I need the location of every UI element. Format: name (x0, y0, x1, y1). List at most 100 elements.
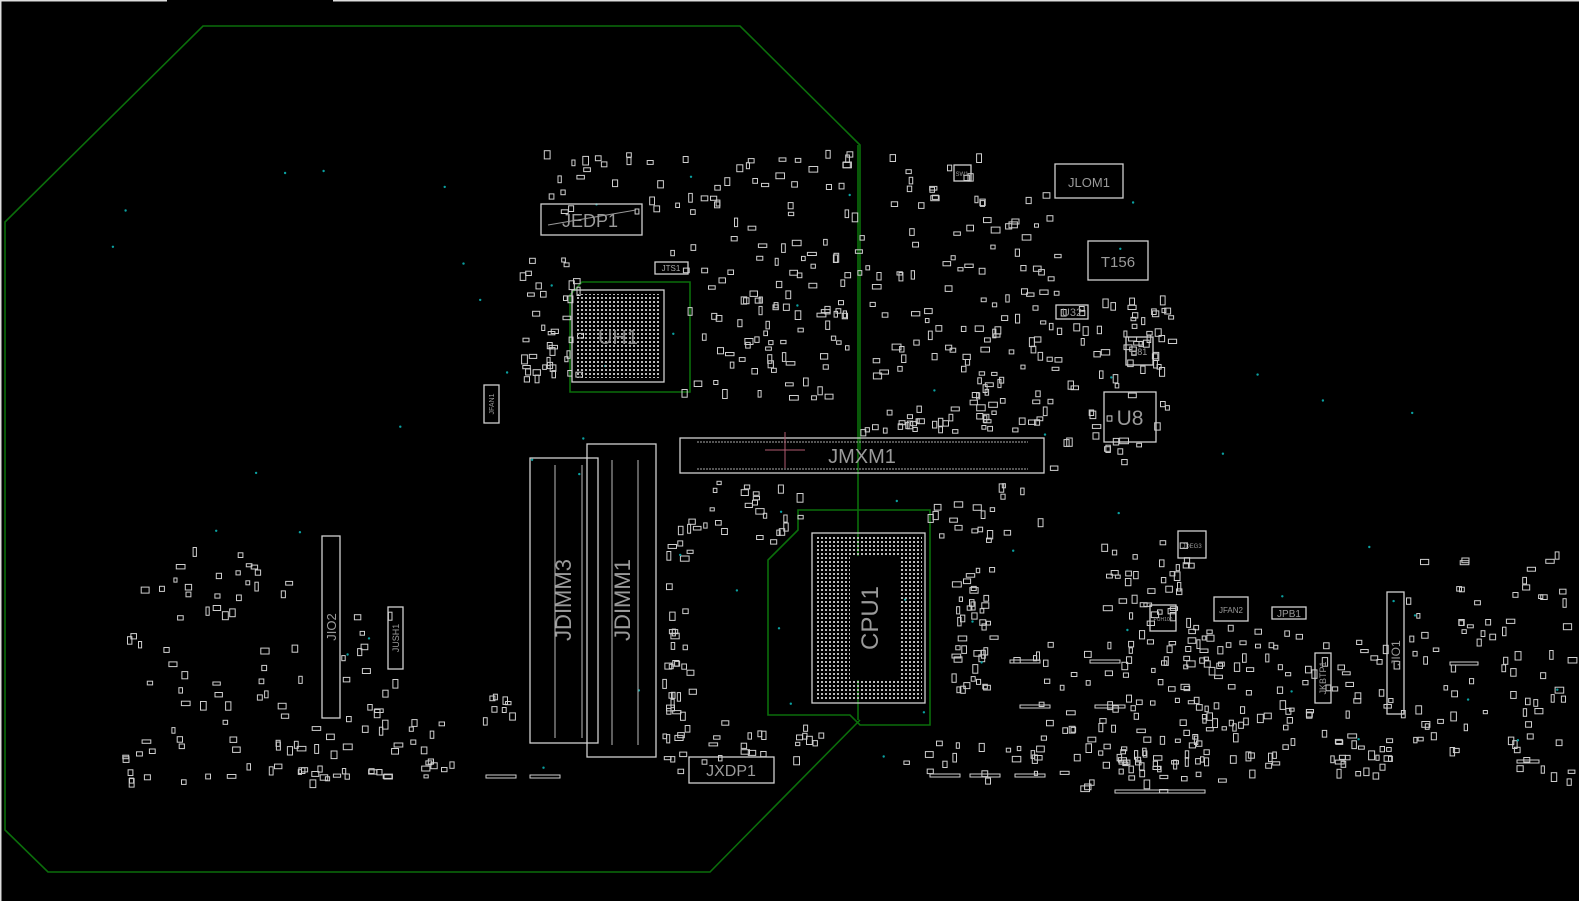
passive-component (715, 315, 723, 322)
connector-jush1[interactable]: JUSH1 (387, 606, 404, 670)
passive-component (1263, 712, 1272, 720)
passive-component (781, 352, 787, 362)
passive-component (225, 701, 232, 711)
passive-component (1123, 344, 1133, 351)
passive-component (177, 615, 184, 621)
passive-component (1368, 750, 1376, 761)
passive-component (979, 608, 985, 614)
passive-component (1458, 620, 1465, 627)
via (1466, 698, 1470, 701)
passive-component (205, 606, 210, 616)
connector-jxdp1[interactable]: JXDP1 (688, 756, 775, 784)
passive-component (1157, 609, 1163, 615)
jxdp1-label: JXDP1 (706, 763, 756, 780)
passive-component (594, 155, 602, 162)
connector-jio1[interactable]: JIO1 (1386, 591, 1405, 715)
passive-component (817, 386, 823, 396)
passive-component (1157, 765, 1162, 773)
passive-component (999, 398, 1006, 404)
passive-component (1196, 740, 1203, 747)
via (796, 304, 799, 307)
passive-component (1204, 705, 1209, 713)
jmxm1-label: JMXM1 (828, 446, 896, 468)
passive-component (957, 267, 964, 272)
passive-component (1268, 642, 1275, 649)
passive-component (280, 590, 286, 599)
connector-jfan2[interactable]: JFAN2 (1213, 596, 1249, 622)
jfan1-label: JFAN1 (489, 393, 496, 414)
chip-u32[interactable]: U32 (1055, 304, 1089, 320)
passive-component (756, 535, 764, 540)
connector-jedp1[interactable]: JEDP1 (540, 203, 643, 236)
transformer-t156[interactable]: T156 (1087, 240, 1149, 281)
via (1392, 599, 1395, 603)
passive-component (1154, 328, 1162, 337)
chip-cpu1[interactable]: CPU1 (811, 532, 926, 704)
passive-component (1151, 308, 1157, 315)
passive-component (1461, 629, 1467, 635)
passive-component (1059, 684, 1065, 691)
connector-jts1[interactable]: JTS1 (654, 261, 689, 275)
passive-component (1233, 662, 1241, 672)
passive-component (275, 741, 281, 751)
passive-component (430, 762, 438, 770)
chip-uh1[interactable]: UH1 (571, 289, 665, 383)
passive-component (1501, 664, 1507, 673)
passive-component (781, 243, 786, 253)
passive-component (1133, 341, 1143, 346)
passive-component (939, 533, 945, 539)
passive-component (1033, 655, 1038, 662)
passive-component (740, 489, 749, 497)
passive-component (716, 480, 722, 486)
passive-component (341, 655, 346, 662)
passive-component (1176, 588, 1183, 596)
passive-component (1131, 594, 1138, 604)
switch-sw1[interactable]: SW1 (953, 164, 972, 182)
passive-component (1560, 695, 1567, 703)
passive-component (626, 157, 632, 166)
passive-component (838, 300, 844, 306)
chip-u8[interactable]: U8 (1103, 391, 1157, 443)
connector-jfan1[interactable]: JFAN1 (483, 384, 500, 424)
passive-component (986, 537, 992, 543)
connector-jpb1[interactable]: JPB1 (1271, 606, 1307, 620)
passive-component (1432, 647, 1440, 652)
chip-puh100[interactable]: PUH100 (1149, 604, 1177, 632)
connector-jdeg3[interactable]: JDEG3 (1177, 530, 1207, 559)
connector-jdimm3[interactable]: JDIMM3 (529, 457, 599, 744)
passive-component (1140, 365, 1146, 375)
passive-component (1514, 651, 1522, 661)
passive-component (525, 270, 532, 277)
connector-jlom1[interactable]: JLOM1 (1054, 163, 1124, 199)
passive-component (1046, 356, 1053, 362)
passive-component (1159, 367, 1166, 377)
passive-component (757, 390, 762, 398)
passive-component (1240, 706, 1246, 714)
passive-component (1489, 633, 1497, 641)
passive-component (823, 238, 828, 246)
passive-component (382, 719, 389, 730)
connector-jkbtp1[interactable]: JKBTP1 (1314, 652, 1332, 704)
connector-jmxm1[interactable]: JMXM1 (679, 432, 1045, 474)
passive-component (222, 719, 229, 725)
passive-component (423, 774, 429, 779)
passive-component (341, 768, 347, 775)
passive-component (1485, 619, 1492, 626)
passive-component (1187, 637, 1197, 644)
passive-component (1008, 221, 1018, 229)
passive-component (1450, 664, 1457, 673)
connector-jio2[interactable]: JIO2 (321, 535, 341, 719)
passive-component (745, 341, 751, 349)
passive-component (993, 333, 1001, 338)
passive-component (200, 701, 207, 711)
passive-component (955, 645, 961, 651)
passive-component (1056, 327, 1063, 336)
chip-u81[interactable]: U81 (1125, 336, 1154, 366)
passive-component (713, 735, 721, 740)
passive-component (1451, 690, 1458, 698)
via (980, 661, 983, 664)
passive-component (978, 371, 986, 376)
connector-jdimm1[interactable]: JDIMM1 (586, 443, 657, 758)
passive-component (1079, 310, 1086, 317)
